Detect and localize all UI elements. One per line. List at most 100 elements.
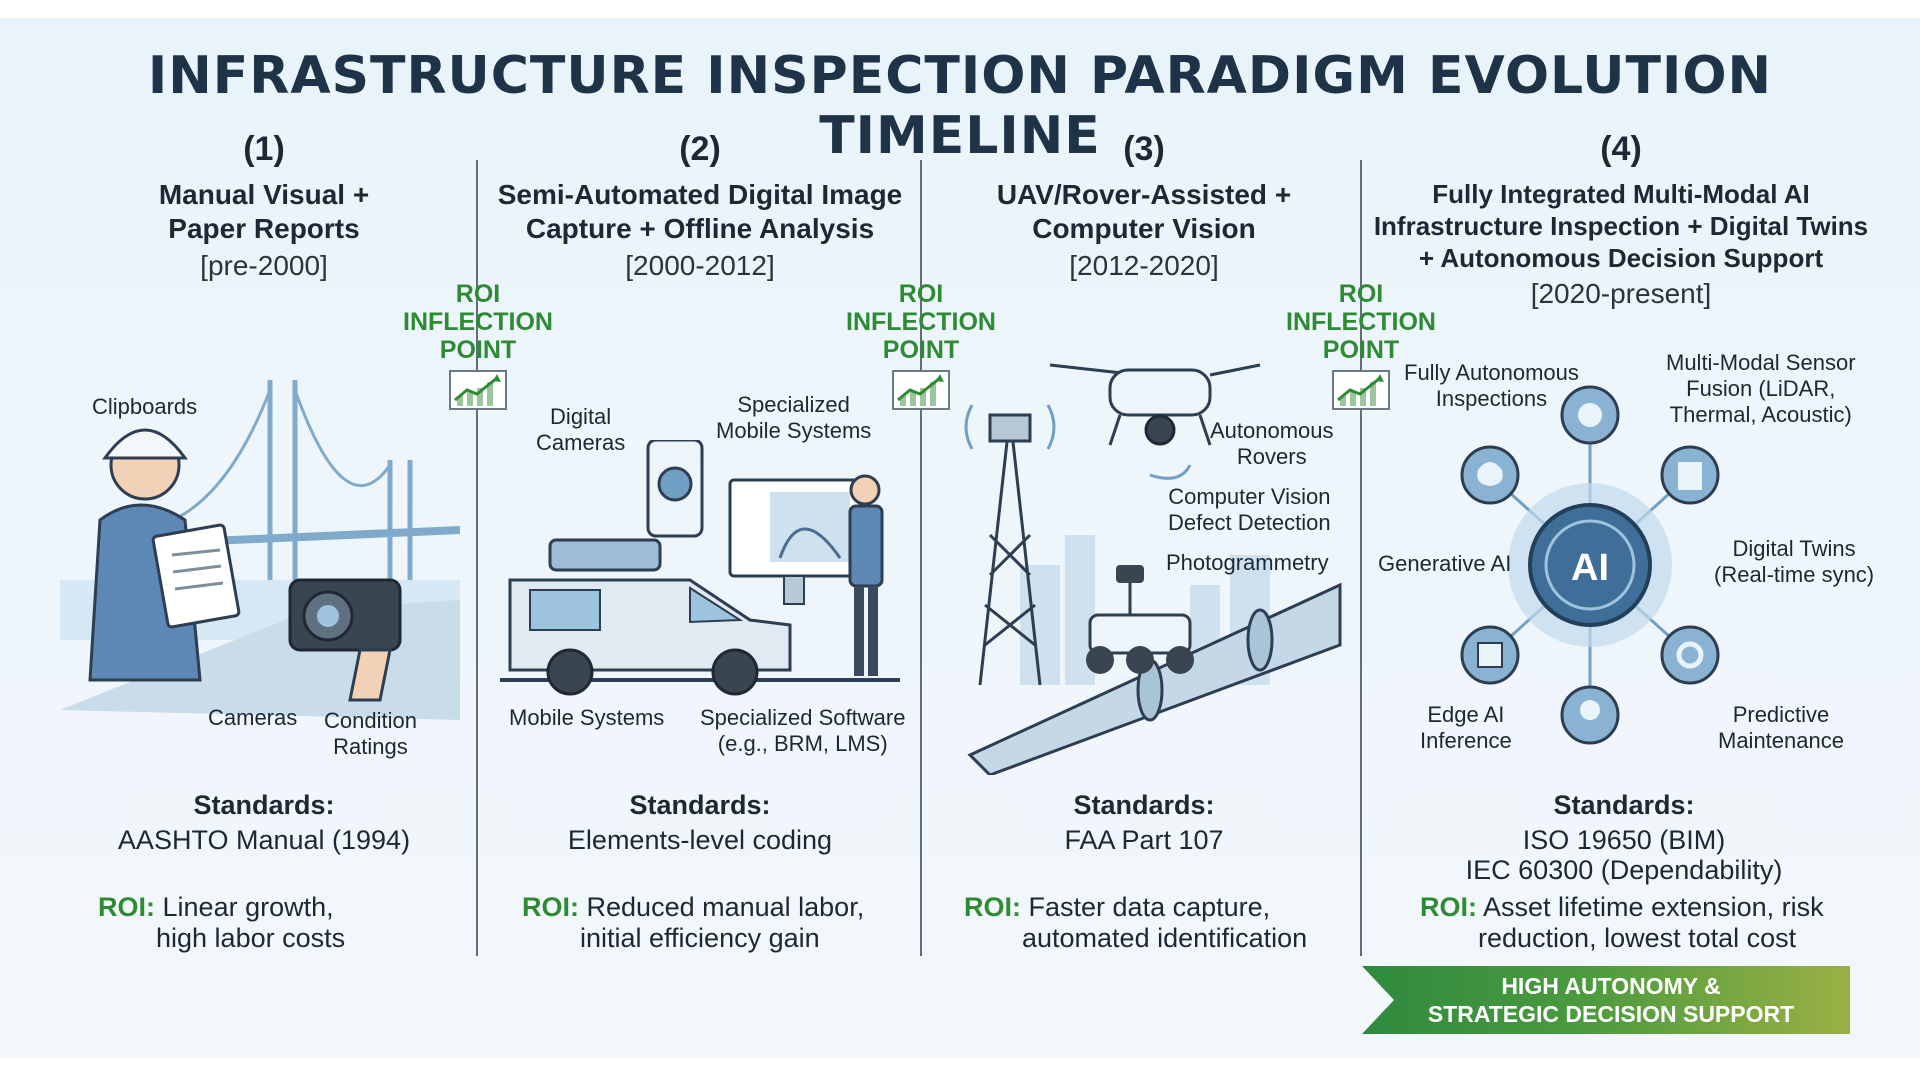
label-line: Specialized Software [700, 705, 906, 730]
inspection-van-icon [508, 538, 792, 696]
label-line: Inference [1420, 728, 1512, 753]
standards-item: ISO 19650 (BIM) [1522, 825, 1726, 855]
page-title: INFRASTRUCTURE INSPECTION PARADIGM EVOLU… [147, 46, 1773, 166]
uav-rover-illustration [964, 363, 1342, 775]
phase-number: (1) [243, 130, 285, 168]
rover-icon [1086, 565, 1194, 674]
banner-line: HIGH AUTONOMY & [1501, 973, 1721, 999]
brain-node-icon [1460, 445, 1520, 505]
growth-chart-icon [892, 370, 950, 410]
pipeline-icon [967, 582, 1342, 775]
phase-number: (2) [679, 130, 721, 168]
label-line: Inspections [1435, 386, 1548, 411]
phase-name: Fully Integrated Multi-Modal AI Infrastr… [1346, 178, 1896, 274]
phase-1-header: (1) Manual Visual + Paper Reports [pre-2… [34, 130, 494, 282]
phase-name: UAV/Rover-Assisted + Computer Vision [914, 178, 1374, 246]
roi-text: Faster data capture, [1028, 892, 1271, 922]
label-line: Cameras [536, 430, 626, 455]
phase-period: [2020-present] [1530, 278, 1712, 309]
roi-inflection-text: POINT [439, 336, 517, 364]
phase-4-standards: Standards: ISO 19650 (BIM) IEC 60300 (De… [1394, 790, 1854, 885]
label-line: Fully Autonomous [1404, 360, 1579, 385]
phase-name-line: Capture + Offline Analysis [525, 213, 875, 244]
engineer-figure-icon [848, 474, 884, 676]
label-predictive-maintenance: Predictive Maintenance [1718, 702, 1844, 754]
label-line: Multi-Modal Sensor [1666, 350, 1856, 375]
phase-number: (4) [1600, 130, 1642, 168]
label-photogrammetry: Photogrammetry [1166, 550, 1329, 575]
label-line: Rovers [1236, 444, 1307, 469]
phase-2-roi: ROI: Reduced manual labor, initial effic… [522, 892, 864, 954]
phase-1-standards: Standards: AASHTO Manual (1994) [34, 790, 494, 855]
standards-heading: Standards: [1553, 790, 1695, 820]
label-digital-cameras: Digital Cameras [536, 404, 625, 456]
roi-text: Reduced manual labor, [586, 892, 865, 922]
inspector-figure-icon [88, 428, 241, 682]
label-clipboards: Clipboards [92, 394, 198, 419]
growth-chart-icon [1332, 370, 1390, 410]
label-line: Autonomous [1210, 418, 1334, 443]
phase-name-line: + Autonomous Decision Support [1418, 243, 1824, 273]
label-generative-ai: Generative AI [1378, 551, 1512, 576]
label-fully-autonomous-inspections: Fully Autonomous Inspections [1404, 360, 1579, 412]
camera-icon [288, 578, 402, 702]
phase-3-roi: ROI: Faster data capture, automated iden… [964, 892, 1307, 954]
label-autonomous-rovers: Autonomous Rovers [1210, 418, 1334, 470]
roi-text: initial efficiency gain [580, 923, 820, 953]
label-line: Condition [324, 708, 417, 733]
phase-2-standards: Standards: Elements-level coding [470, 790, 930, 855]
ai-core-text: AI [1571, 547, 1609, 589]
roi-inflection-text: ROI [1338, 280, 1384, 308]
roi-text: Linear growth, [162, 892, 334, 922]
sensor-node-icon [1560, 385, 1620, 445]
label-line: Thermal, Acoustic) [1669, 402, 1852, 427]
label-line: Edge AI [1427, 702, 1505, 727]
phase-divider [1360, 160, 1362, 956]
standards-item: Elements-level coding [567, 825, 833, 855]
phase-name-line: Computer Vision [1032, 213, 1256, 244]
roi-text: Asset lifetime extension, risk [1483, 892, 1824, 922]
phase-name: Manual Visual + Paper Reports [34, 178, 494, 246]
phase-divider [476, 160, 478, 956]
phase-3-standards: Standards: FAA Part 107 [914, 790, 1374, 855]
monitor-icon [728, 478, 862, 605]
phase-1-roi: ROI: Linear growth, high labor costs [98, 892, 345, 954]
roi-label: ROI: [964, 892, 1021, 922]
ai-core-icon [1528, 503, 1652, 627]
chip-node-icon [1460, 625, 1520, 685]
phase-period: [2012-2020] [1069, 250, 1219, 281]
phase-4-roi: ROI: Asset lifetime extension, risk redu… [1420, 892, 1824, 954]
growth-chart-icon [449, 370, 507, 410]
phase-period: [pre-2000] [200, 250, 328, 281]
standards-heading: Standards: [629, 790, 771, 820]
phase-2-header: (2) Semi-Automated Digital Image Capture… [470, 130, 930, 282]
roi-inflection-text: INFLECTION [846, 308, 996, 336]
label-line: Specialized [737, 392, 850, 417]
roi-inflection-text: INFLECTION [403, 308, 553, 336]
roi-label: ROI: [522, 892, 579, 922]
roi-inflection-text: POINT [882, 336, 960, 364]
label-line: Ratings [333, 734, 408, 759]
label-line: (Real-time sync) [1714, 562, 1875, 587]
label-line: Maintenance [1718, 728, 1844, 753]
label-line: Fusion (LiDAR, [1686, 376, 1836, 401]
roi-text: high labor costs [156, 923, 346, 953]
roi-inflection-marker-3: ROI INFLECTION POINT [1281, 280, 1441, 410]
phase-divider [920, 160, 922, 956]
roi-label: ROI: [98, 892, 155, 922]
label-line: Mobile Systems [716, 418, 872, 443]
phase-name: Semi-Automated Digital Image Capture + O… [470, 178, 930, 246]
document-node-icon [1660, 445, 1720, 505]
label-line: Digital Twins [1732, 536, 1856, 561]
phase-name-line: Infrastructure Inspection + Digital Twin… [1373, 211, 1869, 241]
roi-inflection-marker-1: ROI INFLECTION POINT [398, 280, 558, 410]
roi-inflection-text: ROI [455, 280, 501, 308]
phase-3-header: (3) UAV/Rover-Assisted + Computer Vision… [914, 130, 1374, 282]
banner-line: STRATEGIC DECISION SUPPORT [1427, 1001, 1795, 1027]
manual-inspection-illustration [60, 380, 460, 720]
label-multi-modal-sensor-fusion: Multi-Modal Sensor Fusion (LiDAR, Therma… [1666, 350, 1856, 428]
standards-item: FAA Part 107 [1064, 825, 1224, 855]
standards-heading: Standards: [1073, 790, 1215, 820]
label-condition-ratings: Condition Ratings [324, 708, 417, 760]
phase-name-line: Manual Visual + [158, 179, 370, 210]
